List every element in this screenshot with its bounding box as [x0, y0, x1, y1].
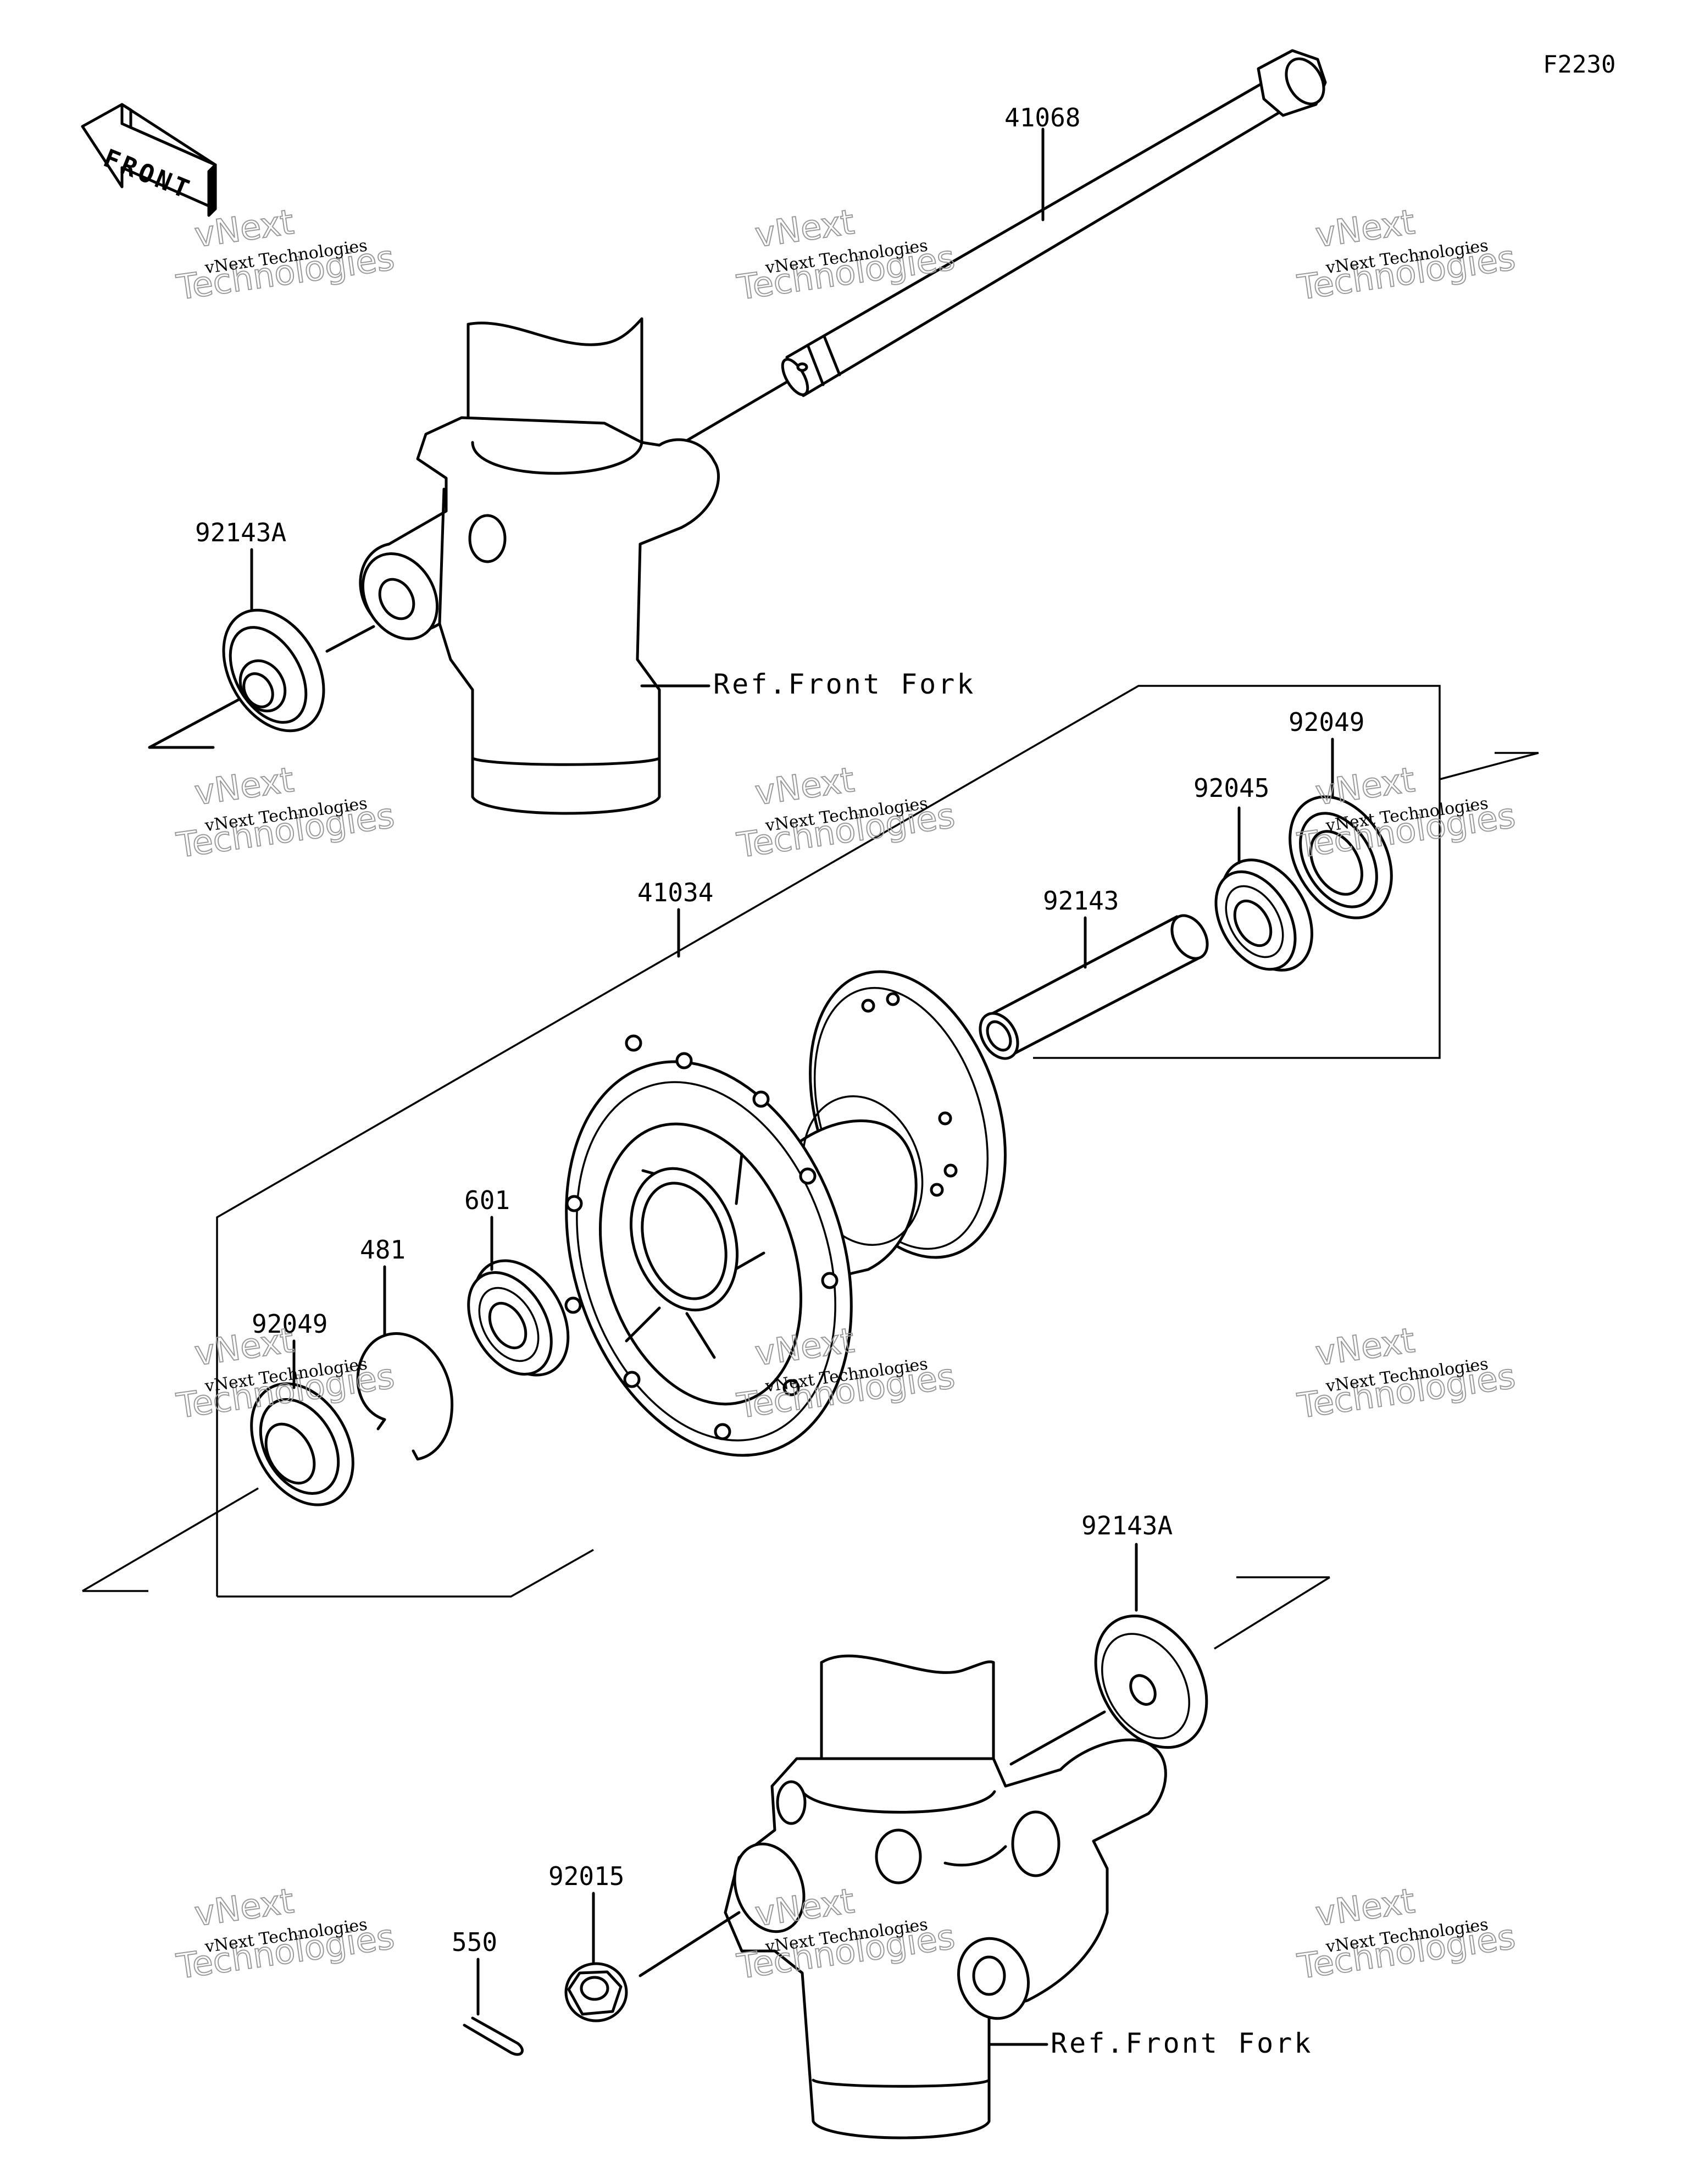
ref-front-fork-top: Ref.Front Fork — [713, 668, 975, 700]
hub-41034 — [564, 970, 1007, 1457]
watermark-10: vNext Technologies vNext Technologies — [174, 1880, 398, 1987]
watermark-9: vNext Technologies vNext Technologies — [1295, 1320, 1519, 1427]
collar-92143a-bottom — [1009, 1543, 1330, 1766]
hub-group-frame — [82, 685, 1539, 1598]
svg-text:vNext: vNext — [192, 1320, 297, 1373]
bearing-92045 — [1214, 806, 1313, 972]
bearing-601 — [467, 1216, 570, 1377]
svg-text:vNext: vNext — [1313, 1320, 1418, 1373]
label-550: 550 — [452, 1927, 497, 1957]
label-41068: 41068 — [1004, 103, 1080, 132]
svg-text:vNext: vNext — [1313, 202, 1418, 255]
ref-front-fork-bottom: Ref.Front Fork — [1051, 2027, 1313, 2059]
diagram-code: F2230 — [1543, 51, 1615, 79]
watermark-5: vNext Technologies vNext Technologies — [734, 759, 958, 866]
circlip-481 — [356, 1265, 454, 1461]
label-92049-right: 92049 — [1289, 707, 1364, 737]
watermark-1: vNext Technologies vNext Technologies — [174, 201, 398, 308]
seal-92049-right — [1289, 738, 1393, 919]
label-92143a-top: 92143A — [195, 518, 286, 547]
watermark-12: vNext Technologies vNext Technologies — [1295, 1880, 1519, 1987]
label-92143: 92143 — [1043, 886, 1119, 916]
svg-text:vNext: vNext — [192, 1881, 297, 1934]
upper-fork-leg — [359, 317, 720, 815]
label-601: 601 — [464, 1185, 510, 1215]
label-481: 481 — [360, 1235, 406, 1265]
watermark-7: vNext Technologies vNext Technologies — [174, 1320, 398, 1427]
watermark-3: vNext Technologies vNext Technologies — [1295, 201, 1519, 308]
cotter-pin-550 — [463, 1958, 524, 2056]
watermark-6: vNext Technologies vNext Technologies — [1295, 759, 1519, 866]
seal-92049-left — [250, 1339, 354, 1506]
label-92049-left: 92049 — [252, 1309, 327, 1339]
lower-fork-leg — [638, 1654, 1167, 2139]
axle-41068 — [675, 49, 1327, 448]
nut-92015 — [564, 1892, 628, 2022]
spacer-92143 — [979, 914, 1209, 1060]
label-92015: 92015 — [548, 1861, 624, 1891]
svg-text:vNext: vNext — [753, 202, 857, 255]
collar-92143a-top — [148, 548, 375, 749]
svg-text:vNext: vNext — [753, 760, 857, 813]
svg-text:vNext: vNext — [1313, 760, 1418, 813]
front-arrow-icon: FRONT — [81, 103, 217, 217]
label-92143a-bottom: 92143A — [1081, 1511, 1173, 1540]
label-41034: 41034 — [637, 878, 713, 907]
watermark-4: vNext Technologies vNext Technologies — [174, 759, 398, 866]
svg-text:vNext: vNext — [192, 760, 297, 813]
label-92045: 92045 — [1193, 773, 1269, 803]
svg-text:vNext: vNext — [1313, 1881, 1418, 1934]
